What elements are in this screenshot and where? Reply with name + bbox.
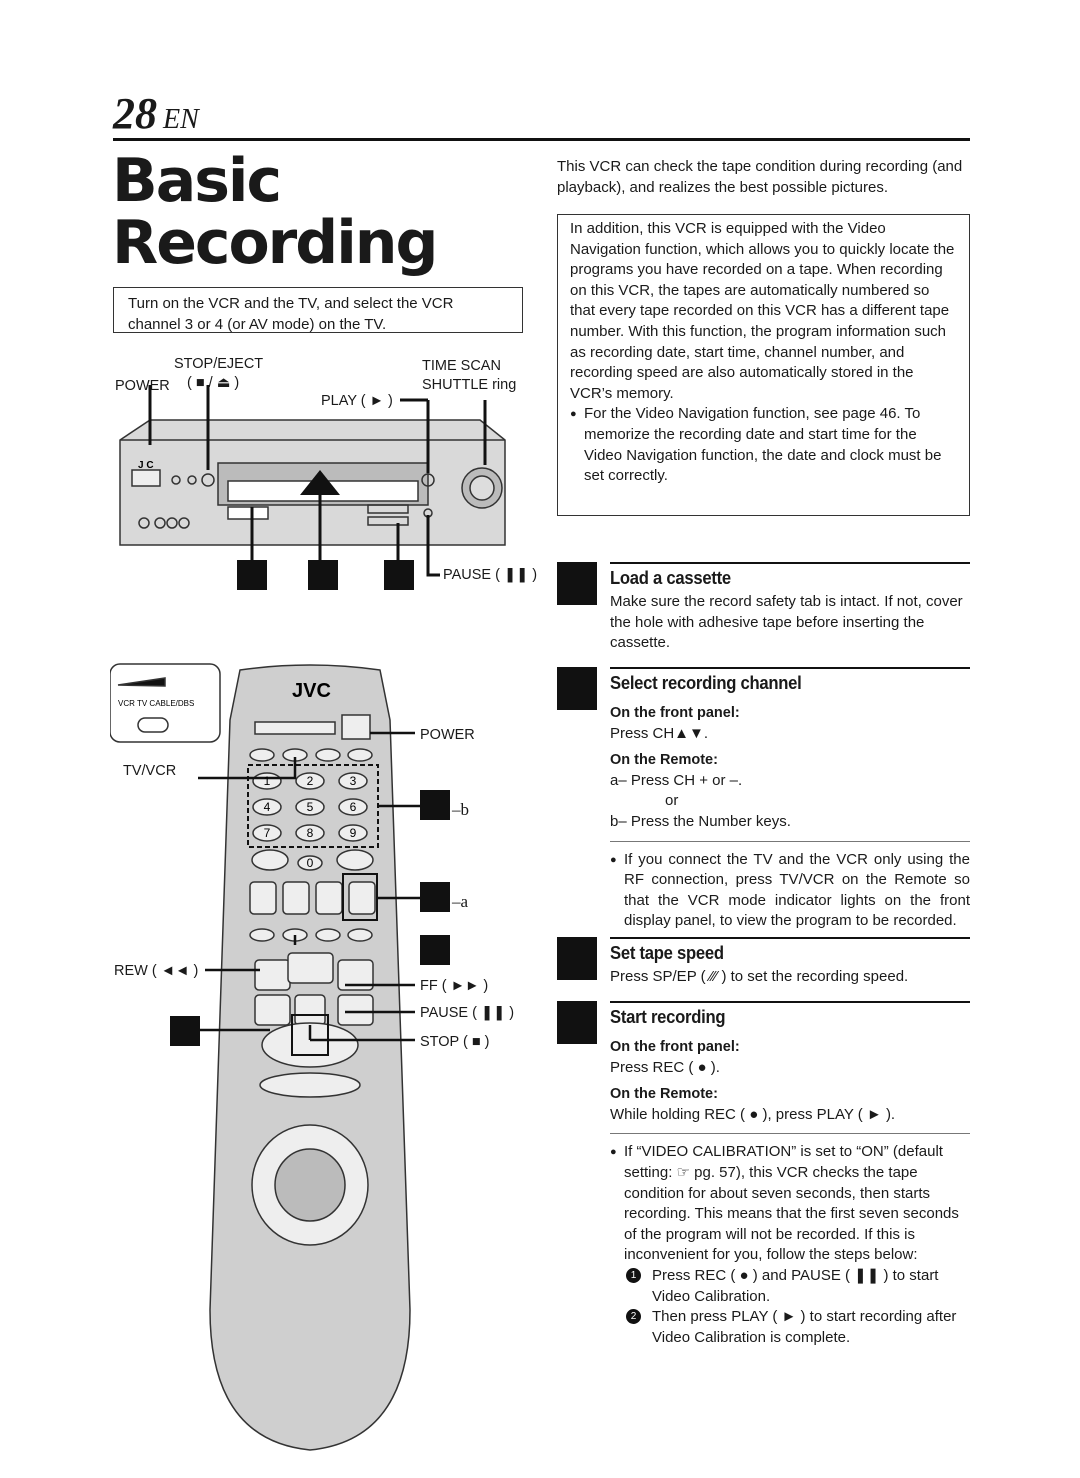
page-title: Basic Recording xyxy=(112,146,438,278)
step-number-box xyxy=(557,562,597,605)
intro-right-text: This VCR can check the tape condition du… xyxy=(557,158,963,196)
remote-rew-label: REW ( ◄◄ ) xyxy=(114,963,199,979)
step-rule xyxy=(610,937,970,939)
key-8: 8 xyxy=(307,826,314,840)
front-panel-text: Press REC ( ● ). xyxy=(610,1058,720,1076)
divider xyxy=(610,1133,970,1135)
substep-2-marker: 2 xyxy=(626,1309,641,1325)
step-rule xyxy=(610,1001,970,1003)
step-marker-3 xyxy=(384,560,414,590)
key-4: 4 xyxy=(264,800,271,814)
step-note: If you connect the TV and the VCR only u… xyxy=(610,850,970,932)
page-language: EN xyxy=(163,104,199,135)
intro-box: Turn on the VCR and the TV, and select t… xyxy=(113,287,523,333)
step-body: Press SP/EP ( ⁄⁄⁄ ) to set the recording… xyxy=(610,968,909,985)
remote-b-label: –b xyxy=(452,800,469,819)
remote-illustration: JVC VCR TV CABLE/DBS 1 2 3 4 5 6 7 8 9 0 xyxy=(110,663,450,1451)
power-label: POWER xyxy=(115,378,170,394)
step-marker-2 xyxy=(308,560,338,590)
front-panel-title: On the front panel: xyxy=(610,705,740,721)
step-heading: Set tape speed xyxy=(610,942,724,963)
play-label: PLAY ( ► ) xyxy=(321,393,393,409)
step-heading: Start recording xyxy=(610,1006,726,1027)
title-line-1: Basic xyxy=(112,146,282,216)
remote-power-label: POWER xyxy=(420,727,475,743)
time-scan-label: TIME SCAN xyxy=(422,358,501,374)
option-a-text: a– Press CH + or –. xyxy=(610,771,743,789)
remote-switch-label: VCR TV CABLE/DBS xyxy=(118,699,194,708)
step-start-recording: Start recording On the front panel: Pres… xyxy=(557,1001,970,1371)
remote-tvvcr-label: TV/VCR xyxy=(123,763,177,779)
substep-1: 1 Press REC ( ● ) and PAUSE ( ❚❚ ) to st… xyxy=(610,1266,970,1307)
front-panel-text: Press CH▲▼. xyxy=(610,724,709,742)
substep-2: 2 Then press PLAY ( ► ) to start recordi… xyxy=(610,1307,970,1348)
page-number-value: 28 xyxy=(113,89,157,138)
remote-step-3-marker xyxy=(420,935,450,965)
step-rule xyxy=(610,667,970,669)
remote-stop-label: STOP ( ■ ) xyxy=(420,1034,490,1050)
pause-label: PAUSE ( ❚❚ ) xyxy=(443,567,538,583)
substep-1-text: Press REC ( ● ) and PAUSE ( ❚❚ ) to star… xyxy=(652,1266,939,1305)
step-number-box xyxy=(557,1001,597,1044)
step-heading: Select recording channel xyxy=(610,672,802,693)
step-select-channel: Select recording channel On the front pa… xyxy=(557,667,970,929)
key-5: 5 xyxy=(307,800,314,814)
substep-2-text: Then press PLAY ( ► ) to start recording… xyxy=(652,1308,957,1346)
option-b-text: b– Press the Number keys. xyxy=(610,812,791,830)
remote-step-2b-marker xyxy=(420,790,450,820)
step-heading: Load a cassette xyxy=(610,567,731,588)
key-2: 2 xyxy=(307,774,314,788)
step-body: Make sure the record safety tab is intac… xyxy=(610,593,963,652)
remote-title: On the Remote: xyxy=(610,1086,718,1103)
vcr-front-illustration: J C xyxy=(119,385,506,590)
key-6: 6 xyxy=(350,800,357,814)
remote-title: On the Remote: xyxy=(610,752,718,769)
front-panel-title: On the front panel: xyxy=(610,1039,740,1055)
key-0: 0 xyxy=(307,856,314,870)
step-set-tape-speed: Set tape speed Press SP/EP ( ⁄⁄⁄ ) to se… xyxy=(557,937,970,997)
step-note: If “VIDEO CALIBRATION” is set to “ON” (d… xyxy=(610,1142,970,1266)
shuttle-ring-label: SHUTTLE ring xyxy=(422,377,517,393)
step-load-cassette: Load a cassette Make sure the record saf… xyxy=(557,562,970,662)
key-7: 7 xyxy=(264,826,271,840)
step-body: On the front panel: Press REC ( ● ). On … xyxy=(610,1031,970,1348)
step-body: On the front panel: Press CH▲▼. On the R… xyxy=(610,697,970,932)
remote-step-2a-marker xyxy=(420,882,450,912)
key-1: 1 xyxy=(264,774,271,788)
step-rule xyxy=(610,562,970,564)
divider xyxy=(610,840,970,842)
vcr-brand: J C xyxy=(138,460,154,471)
step-marker-1 xyxy=(237,560,267,590)
stop-eject-symbol: ( ■ / ⏏ ) xyxy=(187,375,240,391)
or-text: or xyxy=(665,792,679,810)
header-rule xyxy=(113,138,970,141)
step-number-box xyxy=(557,937,597,980)
video-navigation-box: In addition, this VCR is equipped with t… xyxy=(557,214,970,516)
video-navigation-text: In addition, this VCR is equipped with t… xyxy=(570,220,955,402)
title-line-2: Recording xyxy=(112,208,438,278)
remote-pause-label: PAUSE ( ❚❚ ) xyxy=(420,1005,515,1021)
remote-a-label: –a xyxy=(452,892,469,911)
step-number-box xyxy=(557,667,597,710)
key-3: 3 xyxy=(350,774,357,788)
remote-text: While holding REC ( ● ), press PLAY ( ► … xyxy=(610,1105,896,1123)
remote-ff-label: FF ( ►► ) xyxy=(420,978,489,994)
stop-eject-label: STOP/EJECT xyxy=(174,356,264,372)
video-navigation-bullet: For the Video Navigation function, see p… xyxy=(570,404,957,486)
remote-brand: JVC xyxy=(292,680,331,702)
key-9: 9 xyxy=(350,826,357,840)
substep-1-marker: 1 xyxy=(626,1267,641,1283)
remote-step-4-marker xyxy=(170,1016,200,1046)
